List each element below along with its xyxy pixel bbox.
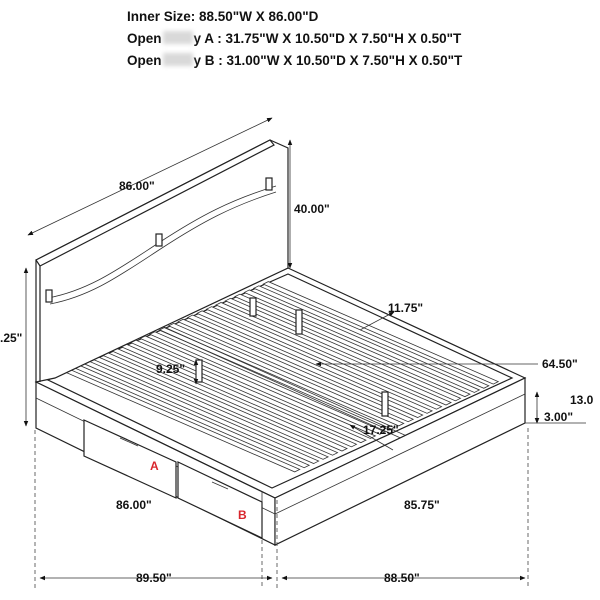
slat (243, 289, 481, 393)
blurred-text (162, 53, 193, 66)
slat (205, 306, 443, 410)
slat (196, 310, 434, 414)
slat (215, 302, 452, 406)
side-rail-label: 11.75" (388, 301, 423, 315)
slat (252, 285, 490, 389)
slat (177, 318, 415, 423)
drawer-a-prefix: Open (127, 31, 162, 46)
right-height-label: 13.0 (570, 393, 594, 407)
specifications: Inner Size: 88.50"W X 86.00"D Open y A : … (127, 6, 462, 72)
bottom-right-label: 88.50" (384, 571, 420, 585)
drawer-a-dims: y A : 31.75"W X 10.50"D X 7.50"H X 0.50"… (193, 31, 462, 46)
blurred-text (162, 31, 193, 44)
drawer-a-marker: A (150, 459, 159, 473)
drawer-b-spec: Open y B : 31.00"W X 10.50"D X 7.50"H X 0… (127, 50, 462, 72)
slat (262, 281, 500, 385)
clearance-label: 3.00" (544, 410, 573, 424)
inner-length-label: 64.50" (542, 357, 578, 371)
bottom-left-label: 89.50" (136, 571, 172, 585)
side-length-label: 85.75" (404, 498, 440, 512)
slat (224, 297, 462, 402)
slat (158, 327, 396, 431)
inner-size-spec: Inner Size: 88.50"W X 86.00"D (127, 9, 319, 24)
left-height-label: .25" (0, 331, 22, 345)
drawer-b-marker: B (238, 508, 247, 522)
headboard-width-label: 86.00" (119, 179, 155, 193)
slat (186, 314, 424, 418)
drawer-depth-label: 17.25" (363, 423, 399, 437)
center-support (159, 297, 410, 441)
slat (148, 331, 386, 435)
slat (167, 322, 405, 427)
headboard-height-label: 40.00" (294, 202, 330, 216)
drawer-b-prefix: Open (127, 53, 162, 68)
slat (233, 293, 471, 398)
slat-gap-label: 9.25" (156, 362, 185, 376)
drawer-b-dims: y B : 31.00"W X 10.50"D X 7.50"H X 0.50"… (193, 53, 463, 68)
drawer-a (83, 419, 177, 499)
drawer-a-spec: Open y A : 31.75"W X 10.50"D X 7.50"H X 0… (127, 28, 462, 50)
front-length-label: 86.00" (116, 498, 152, 512)
dimension-lines (23, 117, 586, 588)
drawer-b (177, 461, 263, 539)
